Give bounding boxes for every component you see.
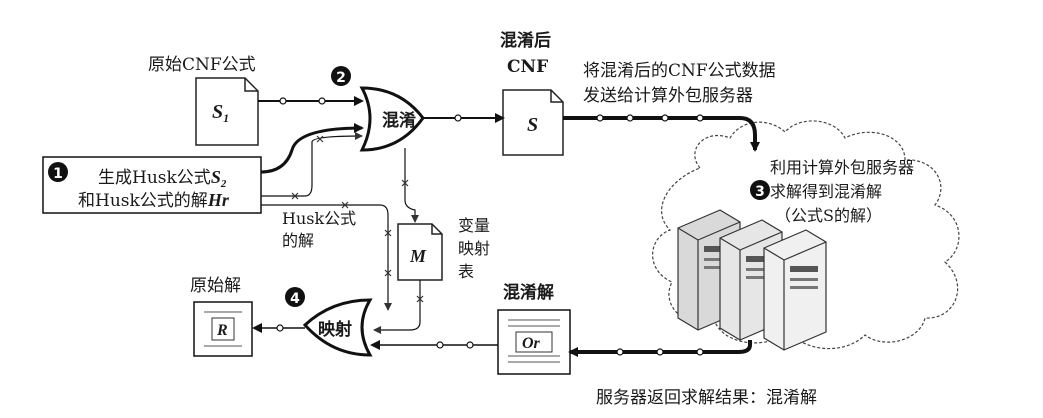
s-doc-label: S — [527, 114, 538, 136]
connector-dots — [276, 97, 704, 356]
cross-ticks — [291, 135, 424, 303]
or-doc-label: Or — [522, 335, 541, 352]
step-1-number: 1 — [53, 166, 63, 182]
map-gate: 映射 — [302, 298, 373, 357]
edge-server-to-or — [568, 340, 752, 357]
original-cnf-document: S1 — [195, 77, 259, 146]
step-3-badge — [750, 180, 770, 200]
obfuscate-gate-label: 混淆 — [382, 110, 416, 131]
var-map-title-2: 映射 — [458, 239, 490, 258]
obfuscated-cnf-title-2: CNF — [507, 57, 548, 77]
s1-label: S — [212, 101, 223, 123]
svg-text:和Husk公式的解Hr: 和Husk公式的解Hr — [78, 190, 230, 211]
edge-s2-to-gate — [260, 123, 364, 174]
connectors — [252, 96, 760, 357]
var-map-document: M — [397, 223, 443, 281]
obfuscated-solution-label: 混淆解 — [503, 282, 554, 303]
hr-label: Hr — [207, 190, 230, 210]
s2-label: S — [211, 167, 221, 187]
m-doc-label: M — [409, 246, 427, 266]
step-4-number: 4 — [290, 291, 300, 307]
obfuscate-gate: 混淆 — [359, 86, 425, 152]
obfuscated-cnf-document: S — [502, 89, 564, 156]
step-2-number: 2 — [336, 70, 346, 86]
r-doc-label: R — [216, 322, 228, 339]
step-4-badge — [285, 287, 305, 307]
husk-solution-title-1: Husk公式 — [282, 209, 356, 228]
husk-generation-box: 生成Husk公式S2 和Husk公式的解Hr — [42, 156, 262, 214]
server-caption-2: 求解得到混淆解 — [770, 182, 882, 201]
send-caption-2: 发送给计算外包服务器 — [583, 86, 753, 106]
s2-subscript: 2 — [220, 178, 227, 190]
step-2-badge — [331, 66, 351, 86]
server-3 — [763, 229, 827, 351]
original-solution-document: R — [193, 301, 253, 357]
server-caption-3: （公式S的解） — [775, 206, 882, 225]
gen-husk-label: 生成Husk公式 — [98, 168, 211, 188]
var-map-title-3: 表 — [458, 262, 474, 281]
husk-solution-label: 和Husk公式的解 — [78, 191, 208, 211]
return-caption: 服务器返回求解结果：混淆解 — [596, 388, 817, 408]
send-caption-1: 将混淆后的CNF公式数据 — [583, 61, 776, 81]
obfuscated-cnf-title-1: 混淆后 — [500, 30, 551, 51]
obfuscated-solution-document: Or — [497, 309, 571, 375]
edge-husk-to-gate — [261, 132, 363, 197]
svg-text:生成Husk公式S2: 生成Husk公式S2 — [98, 167, 227, 190]
edge-husk-to-map — [261, 204, 392, 311]
map-gate-label: 映射 — [318, 319, 352, 340]
edge-m-to-map — [373, 280, 421, 334]
original-cnf-label: 原始CNF公式 — [148, 55, 256, 75]
edge-s-to-cloud — [563, 116, 760, 152]
husk-solution-title-2: 的解 — [282, 231, 314, 250]
edge-gate-to-m — [404, 148, 419, 223]
svg-text:S1: S1 — [212, 101, 229, 125]
step-3-number: 3 — [755, 184, 765, 200]
step-1-badge — [48, 162, 68, 182]
var-map-title-1: 变量 — [458, 216, 490, 235]
server-caption-1: 利用计算外包服务器 — [770, 158, 914, 177]
original-solution-label: 原始解 — [190, 276, 241, 296]
s1-subscript: 1 — [223, 111, 229, 125]
